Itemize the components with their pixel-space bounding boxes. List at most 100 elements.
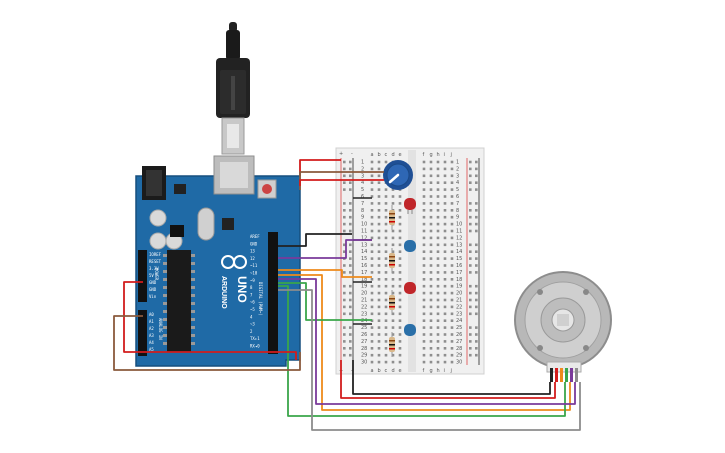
breadboard-hole <box>443 284 447 288</box>
breadboard-hole <box>443 181 447 184</box>
breadboard-hole <box>398 347 402 350</box>
breadboard-hole <box>370 264 374 267</box>
breadboard-hole <box>377 229 381 233</box>
breadboard-hole <box>398 271 402 274</box>
usb-cable <box>216 22 250 155</box>
breadboard-hole <box>398 298 402 302</box>
rail-hole <box>475 291 478 295</box>
breadboard-hole <box>436 257 440 260</box>
breadboard-hole <box>450 160 454 164</box>
breadboard-hole <box>398 353 402 357</box>
row-number: 24 <box>456 318 462 324</box>
rail-hole <box>469 353 472 357</box>
breadboard-hole <box>422 209 426 212</box>
breadboard-hole <box>370 250 374 253</box>
breadboard-hole <box>377 305 381 309</box>
breadboard-hole <box>436 360 440 364</box>
rail-hole <box>349 222 352 226</box>
breadboard-hole <box>377 360 381 364</box>
breadboard-hole <box>384 222 388 226</box>
digital-pin-label: ~9 <box>250 278 255 283</box>
row-number: 20 <box>456 291 462 297</box>
breadboard-hole <box>384 312 388 316</box>
rail-hole <box>343 271 346 274</box>
breadboard-hole <box>443 195 447 198</box>
breadboard-hole <box>384 160 388 164</box>
breadboard-hole <box>422 243 426 247</box>
rail-hole <box>475 340 478 343</box>
wire-red-left <box>123 281 297 360</box>
rail-hole <box>475 174 478 178</box>
column-label: h <box>437 368 440 374</box>
breadboard-hole <box>429 243 433 247</box>
rail-hole <box>343 188 346 191</box>
breadboard-hole <box>436 271 440 274</box>
breadboard-hole <box>429 271 433 274</box>
analog-pin-label: A5 <box>149 347 154 352</box>
breadboard-hole <box>384 188 388 191</box>
breadboard-hole <box>370 160 374 164</box>
rail-hole <box>349 257 352 260</box>
row-number: 14 <box>361 249 367 255</box>
breadboard-hole <box>391 291 395 295</box>
breadboard-hole <box>443 202 447 205</box>
rail-hole <box>475 188 478 191</box>
row-number: 13 <box>456 242 462 248</box>
breadboard-hole <box>443 326 447 329</box>
analog-pin-label: A3 <box>149 333 154 338</box>
breadboard-hole <box>398 278 402 281</box>
breadboard-hole <box>391 188 395 191</box>
wire-brown-left <box>113 315 301 371</box>
breadboard-hole <box>443 167 447 171</box>
row-number: 2 <box>456 166 459 172</box>
breadboard-hole <box>436 278 440 281</box>
breadboard-hole <box>391 195 395 198</box>
rail-hole <box>343 243 346 247</box>
breadboard-hole <box>398 222 402 226</box>
rail-hole <box>349 181 352 184</box>
breadboard-hole <box>443 209 447 212</box>
rail-hole <box>349 188 352 191</box>
row-number: 4 <box>456 180 459 186</box>
breadboard-hole <box>377 167 381 171</box>
breadboard-hole <box>422 291 426 295</box>
column-label: b <box>378 152 381 158</box>
rail-hole <box>349 264 352 267</box>
column-label: f <box>423 368 425 374</box>
column-label: d <box>392 368 395 374</box>
crystal <box>197 207 215 241</box>
wire-red-pot <box>299 179 384 186</box>
breadboard-hole <box>450 319 454 322</box>
column-label: c <box>385 152 388 158</box>
breadboard-hole <box>429 278 433 281</box>
breadboard-hole <box>391 243 395 247</box>
breadboard-hole <box>443 174 447 178</box>
wire-orange-2 <box>278 274 571 411</box>
row-number: 30 <box>361 360 367 366</box>
breadboard-hole <box>436 236 440 240</box>
rail-hole <box>349 209 352 212</box>
breadboard-hole <box>398 236 402 240</box>
wire-purple-motor <box>278 278 576 405</box>
breadboard-hole <box>422 360 426 364</box>
row-number: 3 <box>361 173 364 179</box>
breadboard-hole <box>450 278 454 281</box>
breadboard-hole <box>391 312 395 316</box>
potentiometer <box>383 160 413 190</box>
breadboard-hole <box>384 229 388 233</box>
breadboard-hole <box>450 229 454 233</box>
breadboard-hole <box>443 353 447 357</box>
row-number: 28 <box>361 346 367 352</box>
rail-hole <box>469 215 472 219</box>
breadboard-hole <box>450 360 454 364</box>
rail-hole <box>475 181 478 184</box>
row-number: 16 <box>456 263 462 269</box>
breadboard-hole <box>377 271 381 274</box>
breadboard-hole <box>370 312 374 316</box>
digital-pin-label: 2 <box>250 329 253 334</box>
digital-pin-label: 8 <box>250 285 253 290</box>
rail-hole <box>475 167 478 171</box>
breadboard-hole <box>370 202 374 205</box>
breadboard-hole <box>377 243 381 247</box>
breadboard-hole <box>377 312 381 316</box>
